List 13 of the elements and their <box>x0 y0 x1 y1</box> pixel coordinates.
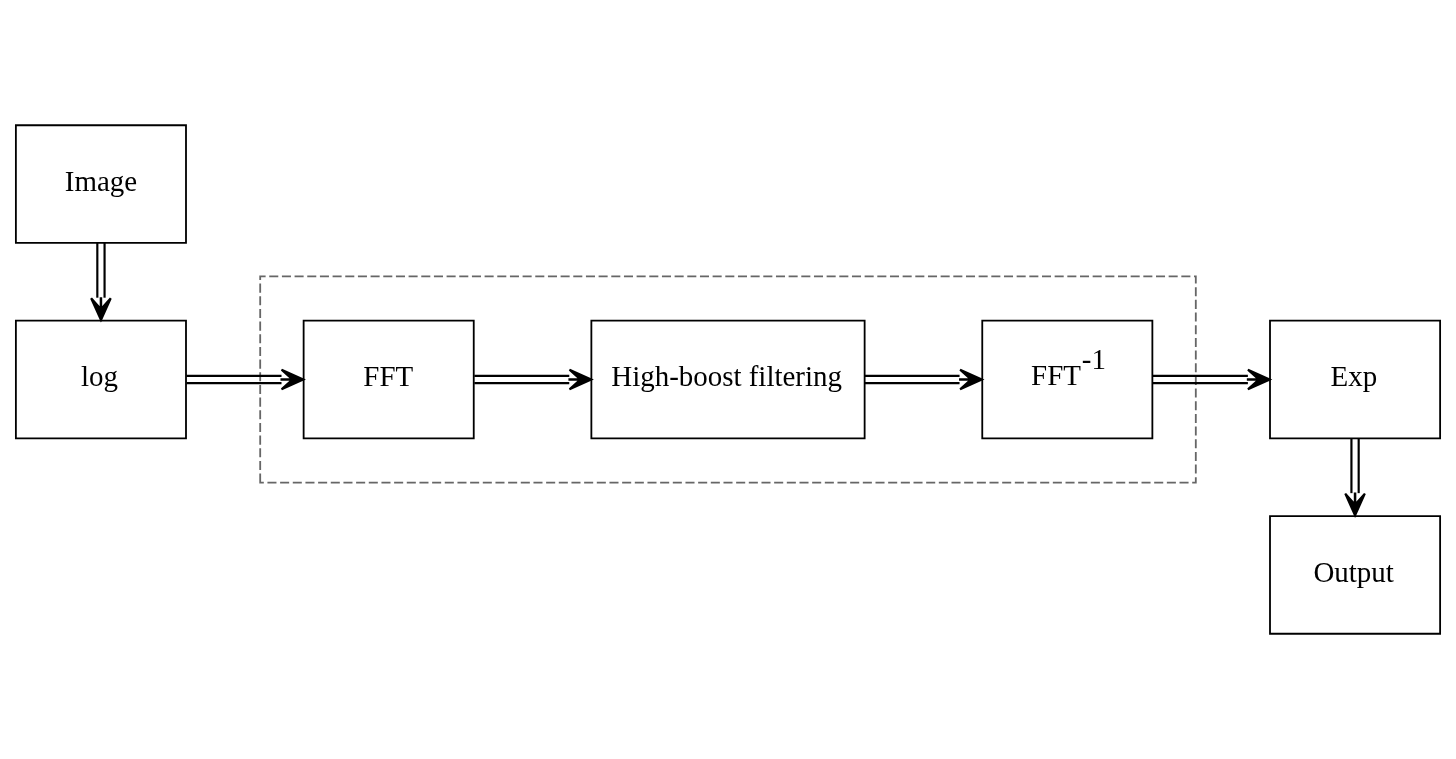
arrow <box>1152 368 1271 391</box>
cluster <box>259 275 1197 484</box>
node-box: Image <box>15 124 187 244</box>
arrow <box>474 368 593 391</box>
arrow <box>1344 438 1366 517</box>
node-box: High-boost filtering <box>590 319 866 440</box>
node-box: Exp <box>1269 319 1441 440</box>
arrow <box>186 368 305 391</box>
node-box: Output <box>1269 515 1441 635</box>
node-box: FFT <box>302 319 475 440</box>
arrow <box>864 368 983 391</box>
node-box: log <box>15 319 187 440</box>
arrow <box>90 243 112 322</box>
